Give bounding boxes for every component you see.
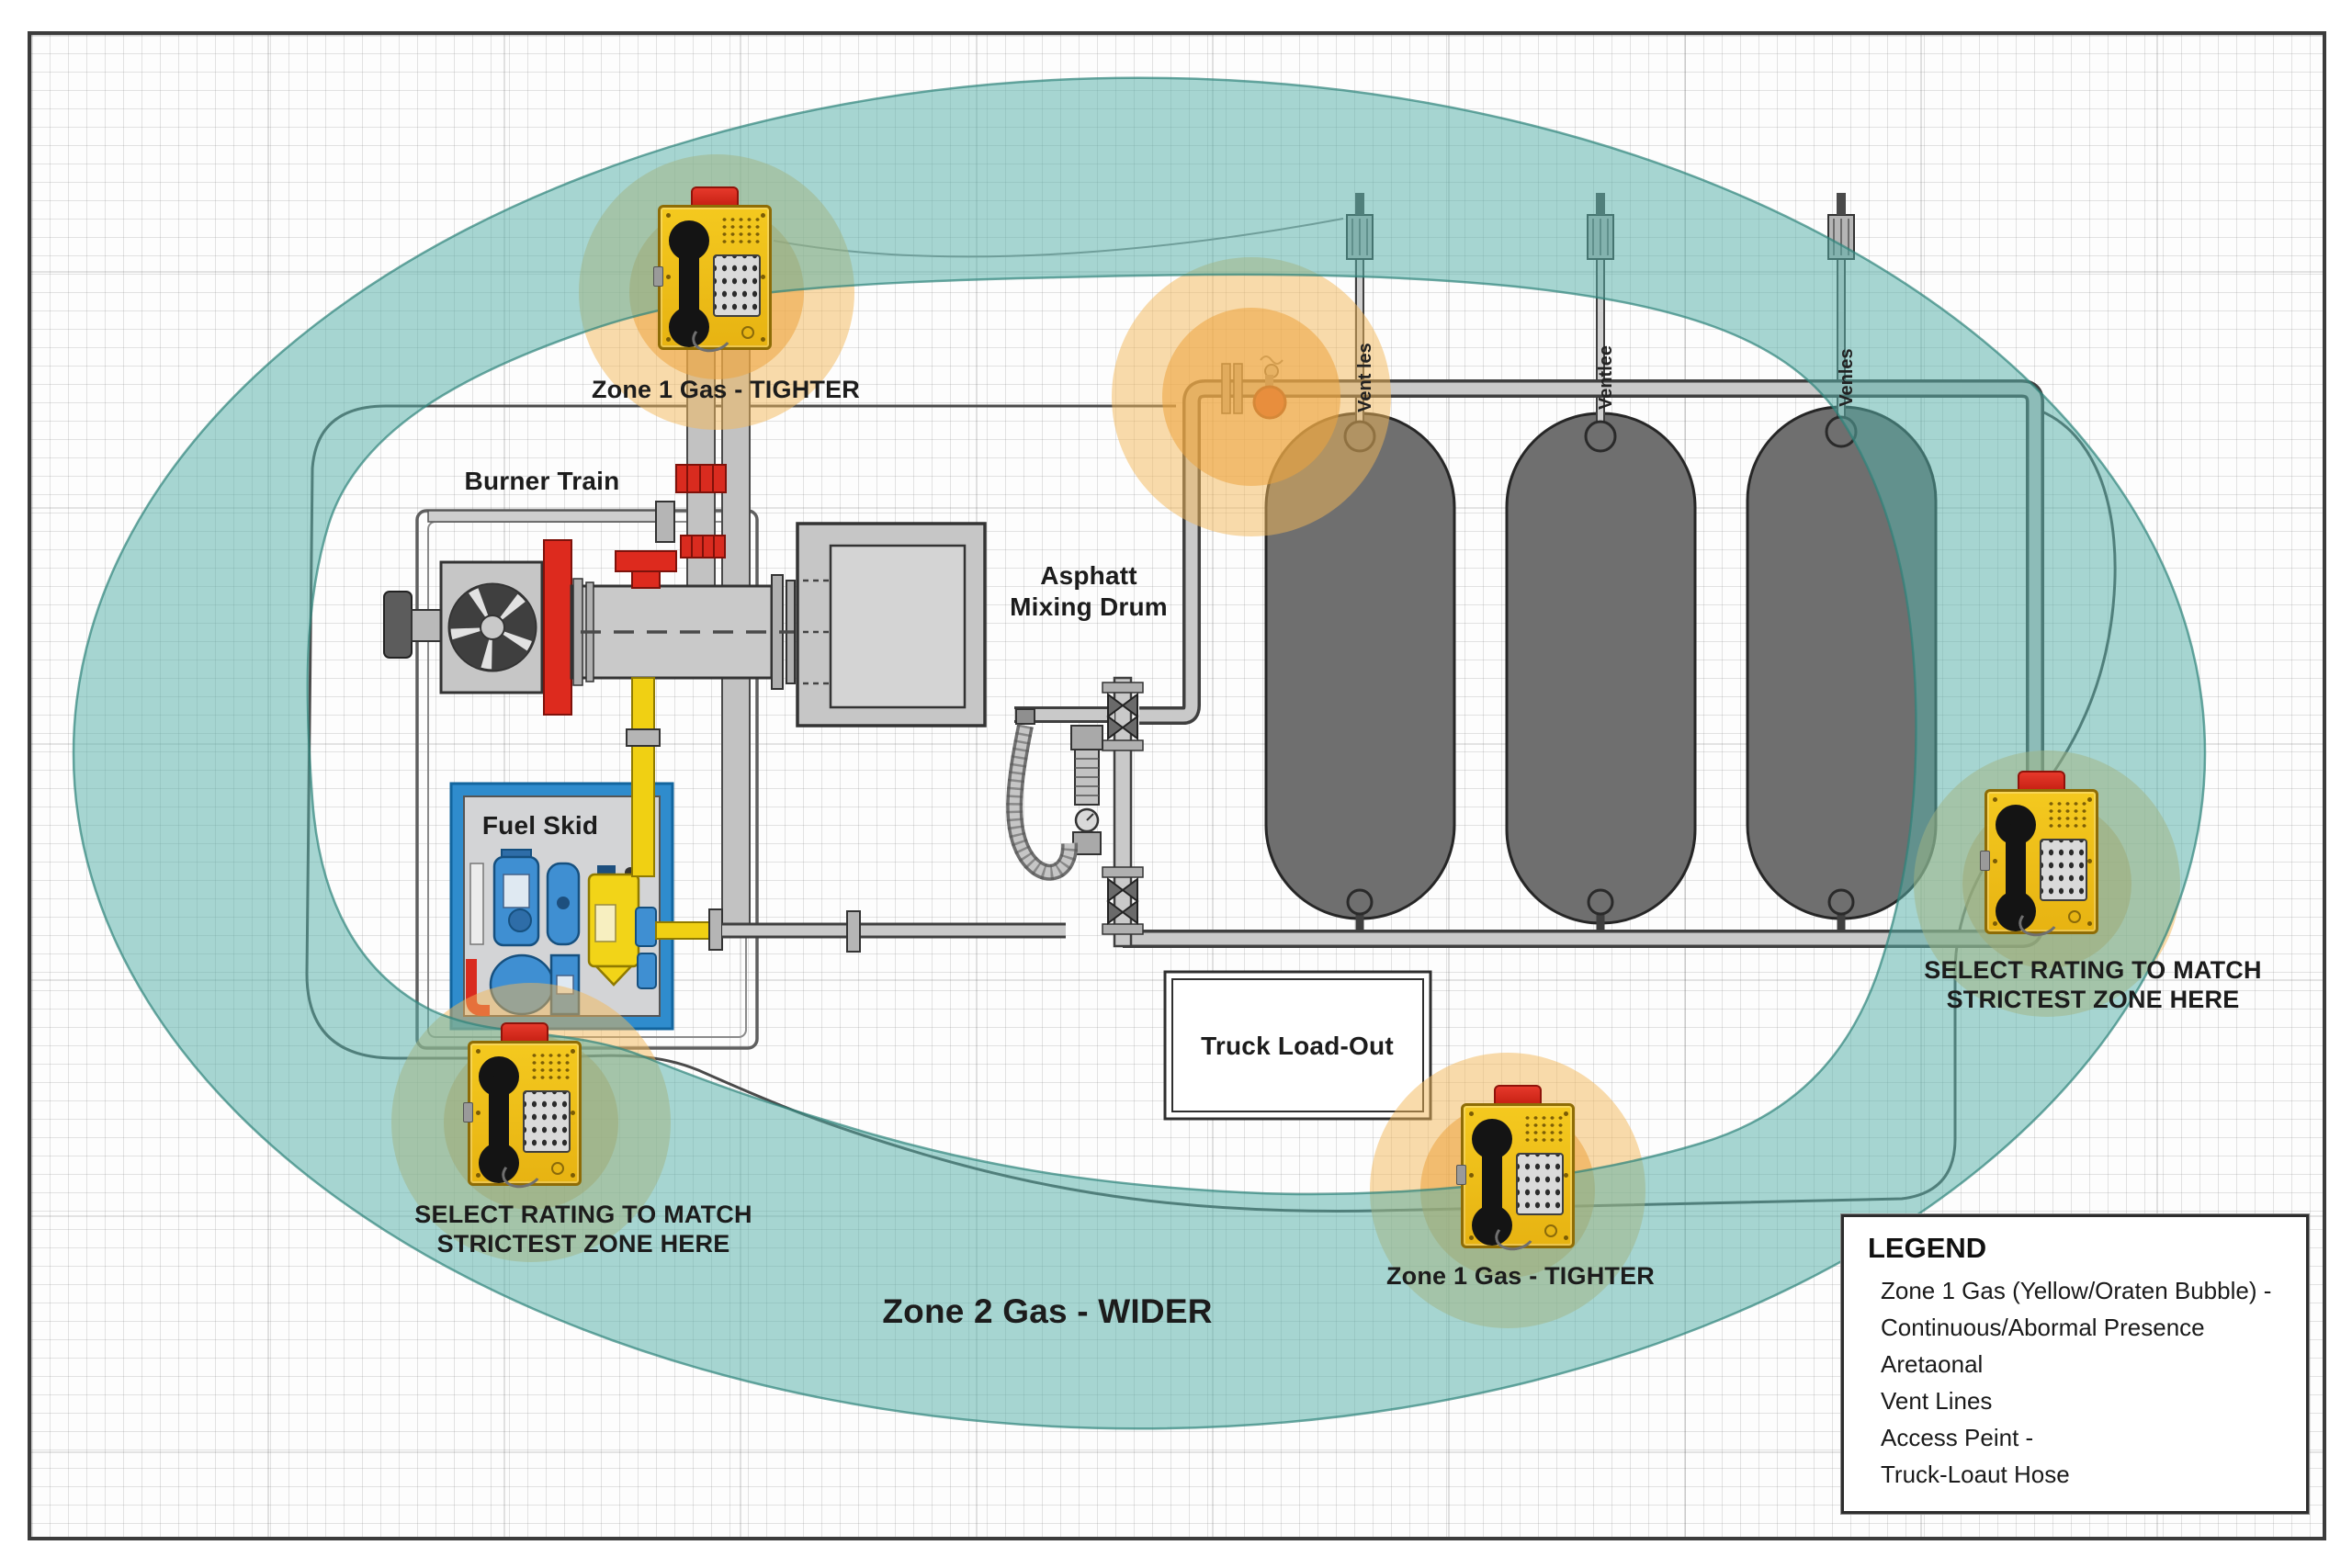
handset-icon — [478, 1056, 520, 1183]
vent-line-label-1: Vent les — [1355, 343, 1375, 412]
legend-line: Vent Lines — [1881, 1387, 1993, 1415]
handset-icon — [1471, 1119, 1513, 1246]
dial-icon — [741, 326, 754, 339]
flex-hose — [1006, 708, 1079, 881]
vent-line-label-3: Venles — [1837, 348, 1857, 407]
keypad-icon — [2040, 839, 2087, 901]
speaker-icon — [2047, 800, 2087, 831]
phone-body — [1980, 789, 2098, 941]
truck-loadout-label: Truck Load-Out — [1201, 1032, 1394, 1060]
legend-line: Access Peint - — [1881, 1424, 2034, 1451]
hook-icon — [1456, 1165, 1466, 1185]
burner-train-label: Burner Train — [464, 467, 620, 495]
screws — [476, 1049, 481, 1054]
speaker-icon — [530, 1052, 571, 1083]
skid-yellow-vessel — [587, 865, 640, 987]
phone-body — [653, 205, 772, 356]
select-rating-right-line2: STRICTEST ZONE HERE — [1946, 986, 2240, 1013]
explosion-proof-telephone-bottom-left — [463, 1022, 582, 1192]
skid-bracket — [469, 863, 484, 945]
keypad-icon — [713, 254, 761, 317]
select-rating-left-line2: STRICTEST ZONE HERE — [436, 1230, 730, 1258]
handset-icon — [1995, 805, 2037, 931]
zone1-bubble-access-point — [1112, 257, 1391, 536]
truck-loadout-box — [1163, 970, 1432, 1121]
red-gate-valve — [675, 464, 727, 493]
explosion-proof-telephone-top — [653, 186, 772, 356]
zone2-band — [72, 76, 2207, 1430]
loadout-riser — [1006, 676, 1144, 948]
keypad-icon — [1516, 1153, 1564, 1215]
skid-small-vessel — [546, 862, 581, 946]
red-top-valve — [615, 550, 677, 572]
storage-tank-2 — [1505, 412, 1697, 925]
legend-line: Aretaonal — [1881, 1350, 1984, 1378]
hook-icon — [463, 1102, 473, 1122]
select-rating-right-line1: SELECT RATING TO MATCH — [1924, 956, 2262, 984]
skid-fitting — [635, 907, 657, 947]
tank-nozzles — [1343, 415, 1858, 931]
fuel-lines — [626, 677, 1066, 953]
explosion-proof-telephone-loadout — [1456, 1085, 1575, 1255]
dial-icon — [2068, 910, 2081, 923]
mixing-drum-label-line1: Asphatt — [1040, 561, 1137, 590]
dial-icon — [551, 1162, 564, 1175]
phone-body — [463, 1041, 582, 1192]
screws — [1469, 1111, 1474, 1116]
screws — [666, 213, 671, 218]
skid-filter-vessel — [492, 849, 540, 947]
storage-tanks — [1264, 405, 1938, 925]
vent-line-label-2: Ventlee — [1596, 344, 1616, 411]
zone1-bottom-label: Zone 1 Gas - TIGHTER — [1385, 1262, 1656, 1290]
handset-icon — [668, 220, 710, 347]
dial-icon — [1544, 1224, 1557, 1237]
phone-body — [1456, 1103, 1575, 1255]
hook-icon — [653, 266, 663, 287]
drum-inlet-box — [796, 522, 987, 728]
keypad-icon — [523, 1090, 571, 1153]
red-gate-valve — [680, 535, 726, 558]
fuel-skid-label: Fuel Skid — [481, 811, 599, 840]
zone1-top-label: Zone 1 Gas - TIGHTER — [591, 376, 861, 403]
select-rating-left-line1: SELECT RATING TO MATCH — [414, 1201, 752, 1228]
legend-box: LEGEND Zone 1 Gas (Yellow/Oraten Bubble)… — [1841, 1214, 2309, 1514]
legend-line: Truck-Loaut Hose — [1881, 1461, 2070, 1488]
explosion-proof-telephone-right — [1980, 771, 2098, 941]
legend-line: Continuous/Abormal Presence — [1881, 1314, 2205, 1341]
legend-line: Zone 1 Gas (Yellow/Oraten Bubble) - — [1881, 1277, 2272, 1304]
screws — [1993, 797, 1997, 802]
bowtie-valve-bottom — [1102, 866, 1144, 935]
legend-title: LEGEND — [1868, 1232, 1987, 1264]
mixing-drum-label-line2: Mixing Drum — [1010, 592, 1168, 621]
speaker-icon — [720, 216, 761, 247]
red-flange — [543, 539, 572, 716]
speaker-icon — [1523, 1114, 1564, 1145]
hook-icon — [1980, 851, 1990, 871]
zone2-label: Zone 2 Gas - WIDER — [882, 1292, 1213, 1330]
burner-barrel — [543, 539, 796, 716]
burner-blower — [383, 560, 544, 694]
